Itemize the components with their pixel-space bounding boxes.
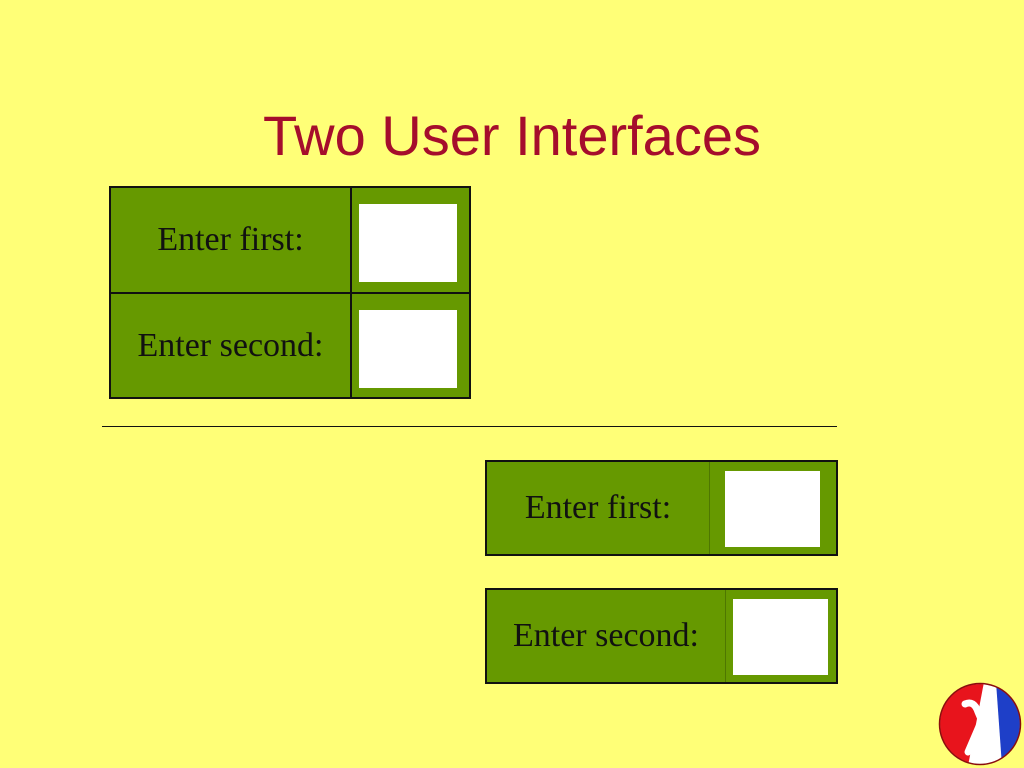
first-label: Enter first: xyxy=(111,188,352,292)
separate-form-first: Enter first: xyxy=(485,460,838,556)
first-input[interactable] xyxy=(359,204,457,282)
lambda-logo-icon xyxy=(938,682,1022,766)
separate-first-input[interactable] xyxy=(725,471,820,547)
separate-second-input[interactable] xyxy=(733,599,828,675)
separate-form-second: Enter second: xyxy=(485,588,838,684)
slide-title: Two User Interfaces xyxy=(263,104,761,167)
combined-form-row-second: Enter second: xyxy=(111,294,469,398)
separate-first-label: Enter first: xyxy=(487,462,710,554)
second-input[interactable] xyxy=(359,310,457,388)
combined-form-row-first: Enter first: xyxy=(111,188,469,294)
divider-line xyxy=(102,426,837,427)
combined-form: Enter first: Enter second: xyxy=(109,186,471,399)
separate-second-label: Enter second: xyxy=(487,590,726,682)
second-label: Enter second: xyxy=(111,294,352,398)
